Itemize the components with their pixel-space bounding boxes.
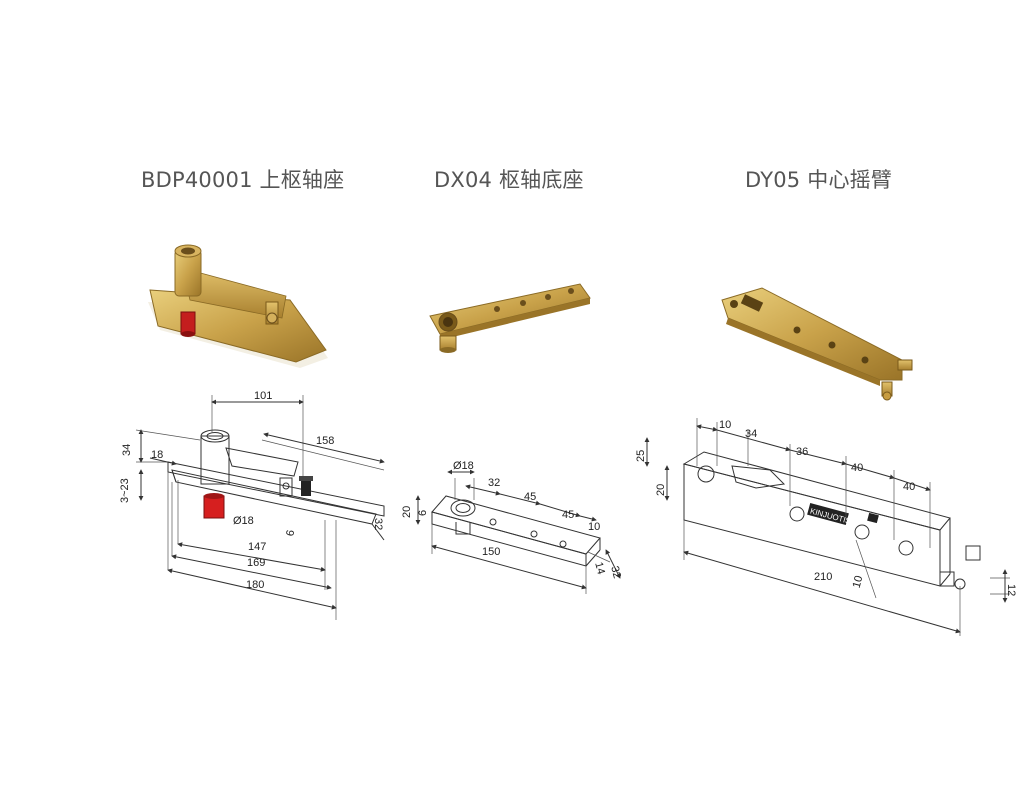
dim-label: 169	[247, 557, 265, 569]
dim-label: 32	[488, 477, 500, 489]
dim-label: 20	[655, 484, 667, 496]
dim-label: 45	[562, 509, 574, 521]
product-title-pivot-base: DX04 枢轴底座	[434, 168, 584, 192]
dim-label: 34	[121, 444, 133, 456]
product-title-center-arm: DY05 中心摇臂	[745, 168, 893, 192]
dim-label: 10	[719, 419, 731, 431]
dim-label: 32	[372, 518, 384, 530]
dim-label: 34	[745, 428, 757, 440]
dim-label: 210	[814, 571, 832, 583]
dim-label: 3~23	[119, 478, 131, 503]
dim-label: 32	[608, 565, 623, 580]
dim-label: 40	[903, 481, 915, 493]
dim-label: 150	[482, 546, 500, 558]
product-title-pivot-top: BDP40001 上枢轴座	[141, 168, 345, 192]
dim-label: 6	[284, 529, 297, 537]
drawing-pivot-top: 101 158 34 18 3~23 Ø18 6 147 169 180 32	[119, 390, 385, 620]
drawing-center-arm: KINJUOTIS 10 34 36 40 40 25 20 10 210	[635, 418, 1017, 636]
dim-label: 180	[246, 579, 264, 591]
dim-label: 14	[592, 561, 607, 576]
dim-label: 40	[851, 462, 863, 474]
dim-label: 25	[635, 450, 647, 462]
dim-label: 18	[151, 449, 163, 461]
photo-pivot-top	[148, 244, 328, 368]
photo-center-arm	[721, 287, 913, 401]
dim-label: Ø18	[233, 515, 254, 527]
drawing-pivot-base: Ø18 32 45 45 10 20 6 150 14 32	[401, 460, 623, 594]
dim-label: 45	[524, 491, 536, 503]
dim-label: 147	[248, 541, 266, 553]
dim-label: 6	[417, 510, 429, 516]
dim-label: 10	[588, 521, 600, 533]
dim-label: 20	[401, 506, 413, 518]
dim-label: Ø18	[453, 460, 474, 472]
dim-label: 36	[796, 446, 808, 458]
photo-pivot-base	[429, 283, 591, 353]
dim-label: 158	[316, 435, 334, 447]
dim-label: 10	[851, 574, 866, 589]
dim-label: 101	[254, 390, 272, 402]
dim-label: 12	[1005, 584, 1017, 596]
